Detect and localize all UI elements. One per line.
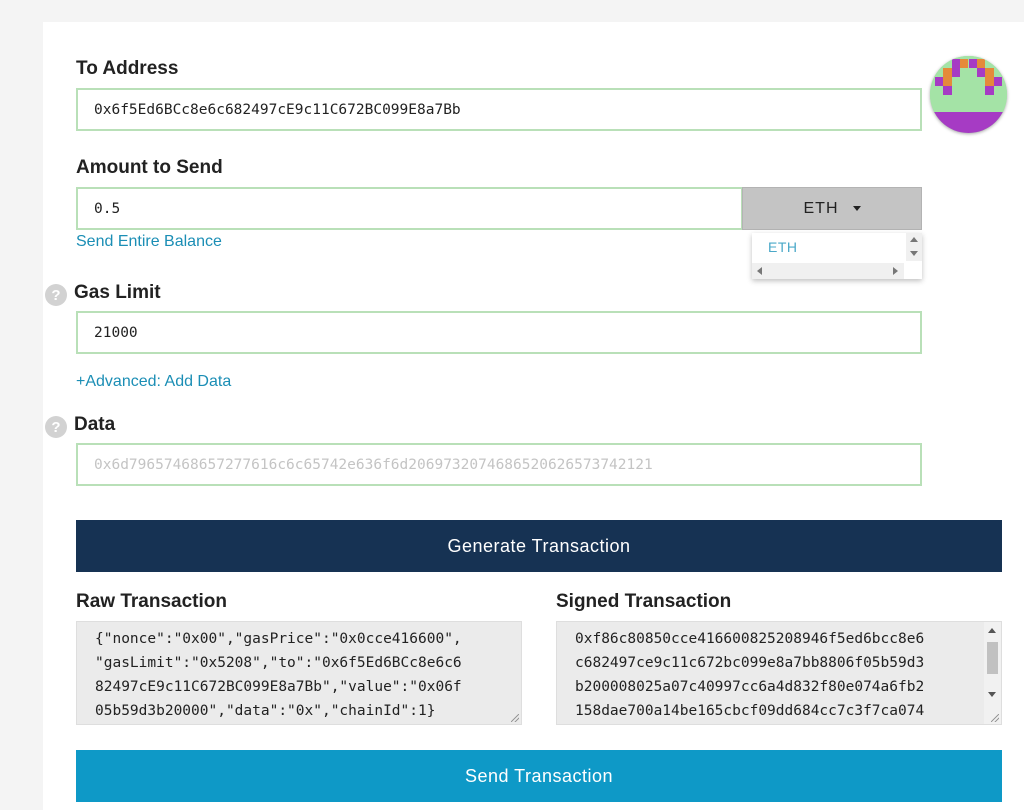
unit-label: ETH <box>803 199 839 217</box>
raw-transaction-line: 05b59d3b20000","data":"0x","chainId":1} <box>95 703 436 719</box>
data-label: Data <box>74 414 116 435</box>
question-circle-icon[interactable]: ? <box>45 284 67 306</box>
send-transaction-button[interactable]: Send Transaction <box>76 750 1002 802</box>
raw-transaction-line: {"nonce":"0x00","gasPrice":"0x0cce416600… <box>95 631 462 647</box>
send-entire-balance-link[interactable]: Send Entire Balance <box>76 233 222 250</box>
to-address-label: To Address <box>76 58 179 79</box>
raw-transaction-line: 82497cE9c11C672BC099E8a7Bb","value":"0x0… <box>95 679 462 695</box>
scrollbar-thumb[interactable] <box>987 642 998 674</box>
caret-down-icon <box>852 206 861 211</box>
signed-transaction-label: Signed Transaction <box>556 591 732 612</box>
unit-dropdown-button[interactable]: ETH <box>742 187 922 230</box>
dropdown-vertical-scrollbar[interactable] <box>906 233 922 261</box>
advanced-add-data-link[interactable]: +Advanced: Add Data <box>76 373 232 390</box>
signed-transaction-line: 0xf86c80850cce416600825208946f5ed6bcc8e6 <box>575 631 925 647</box>
amount-input[interactable]: 0.5 <box>76 187 743 230</box>
scroll-right-icon[interactable] <box>893 267 898 275</box>
unit-option-eth[interactable]: ETH <box>768 239 798 255</box>
to-address-input[interactable]: 0x6f5Ed6BCc8e6c682497cE9c11C672BC099E8a7… <box>76 88 922 131</box>
resize-handle-icon[interactable] <box>991 714 999 722</box>
raw-transaction-line: "gasLimit":"0x5208","to":"0x6f5Ed6BCc8e6… <box>95 655 462 671</box>
unit-dropdown-menu: ETH <box>752 233 922 279</box>
amount-label: Amount to Send <box>76 157 223 178</box>
signed-transaction-line: c682497ce9c11c672bc099e8a7bb8806f05b59d3 <box>575 655 925 671</box>
scroll-down-icon[interactable] <box>910 251 918 256</box>
gas-limit-input[interactable]: 21000 <box>76 311 922 354</box>
scroll-up-icon[interactable] <box>988 628 996 633</box>
generate-transaction-button[interactable]: Generate Transaction <box>76 520 1002 572</box>
signed-transaction-line: 158dae700a14be165cbcf09dd684cc7c3f7ca074 <box>575 703 925 719</box>
signed-transaction-line: b200008025a07c40997cc6a4d832f80e074a6fb2 <box>575 679 925 695</box>
signed-transaction-scrollbar[interactable] <box>984 622 1001 724</box>
raw-transaction-textarea[interactable]: {"nonce":"0x00","gasPrice":"0x0cce416600… <box>76 621 522 725</box>
data-input[interactable]: 0x6d79657468657277616c6c65742e636f6d2069… <box>76 443 922 486</box>
address-identicon <box>930 56 1007 133</box>
gas-limit-label: Gas Limit <box>74 282 161 303</box>
signed-transaction-textarea[interactable]: 0xf86c80850cce416600825208946f5ed6bcc8e6… <box>556 621 1002 725</box>
resize-handle-icon[interactable] <box>511 714 519 722</box>
scroll-left-icon[interactable] <box>757 267 762 275</box>
raw-transaction-label: Raw Transaction <box>76 591 227 612</box>
scroll-up-icon[interactable] <box>910 237 918 242</box>
scroll-down-icon[interactable] <box>988 692 996 697</box>
dropdown-horizontal-scrollbar[interactable] <box>752 263 904 279</box>
question-circle-icon[interactable]: ? <box>45 416 67 438</box>
